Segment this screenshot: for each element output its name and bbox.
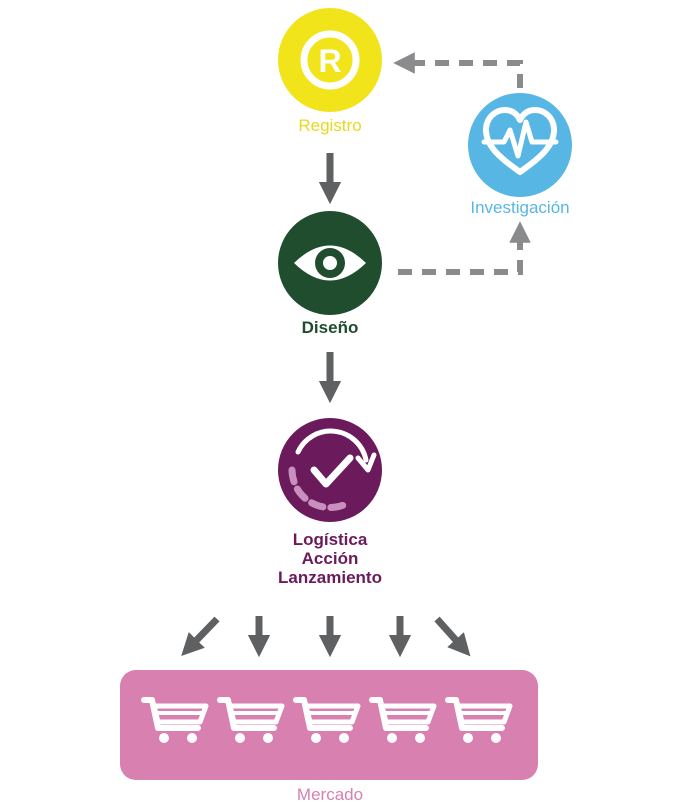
mercado-label: Mercado [296,785,364,804]
diseno-label: Diseño [301,318,359,337]
dashed-arrow-investigacion-registro [393,52,523,88]
dashed-arrow-diseno-investigacion [398,221,531,275]
eye-icon [294,245,366,281]
accion-line: Acción [301,549,359,568]
arrow-market-5 [434,616,471,657]
arrow-market-1 [181,616,220,657]
registro-node: R [278,8,382,112]
logistica-node [278,418,382,522]
investigacion-node [468,93,572,197]
heart-pulse-icon [481,107,559,175]
diseno-node [278,211,382,315]
mercado-node [120,670,538,780]
registro-label: Registro [298,116,362,135]
logistica-label: Logística Acción Lanzamiento [230,530,430,587]
registered-trademark-icon: R [300,30,360,90]
clock-checkmark-icon [288,428,377,512]
logistica-line: Logística [292,530,368,549]
investigacion-label: Investigación [470,198,570,217]
lanzamiento-line: Lanzamiento [278,568,382,587]
svg-text:R: R [318,43,341,79]
